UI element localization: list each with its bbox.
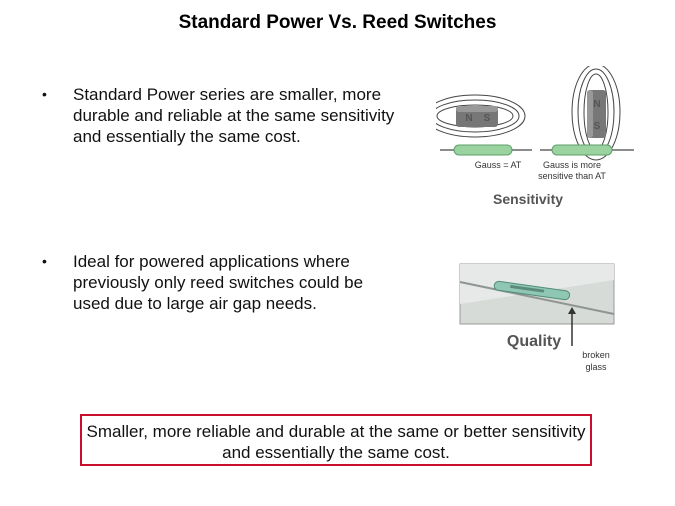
slide-title: Standard Power Vs. Reed Switches bbox=[178, 12, 497, 33]
bullet-text: Ideal for powered applications where pre… bbox=[73, 252, 364, 313]
annotation-line2: glass bbox=[585, 362, 607, 372]
sensitivity-heading: Sensitivity bbox=[493, 191, 563, 207]
summary-callout-text: Smaller, more reliable and durable at th… bbox=[86, 422, 586, 462]
annotation-line1: broken bbox=[582, 350, 610, 360]
summary-callout: Smaller, more reliable and durable at th… bbox=[80, 414, 592, 466]
pole-label: S bbox=[484, 113, 491, 124]
caption-right-line2: sensitive than AT bbox=[538, 171, 606, 181]
caption-right-line1: Gauss is more bbox=[543, 160, 601, 170]
caption-left: Gauss = AT bbox=[475, 160, 522, 170]
pole-label: N bbox=[465, 113, 472, 124]
quality-figure: Quality broken glass bbox=[459, 263, 615, 372]
pole-label: S bbox=[594, 121, 601, 132]
bullet-marker: • bbox=[42, 253, 47, 269]
pole-label: N bbox=[593, 99, 600, 110]
bullet-marker: • bbox=[42, 86, 47, 102]
reed-switch-left bbox=[453, 144, 513, 156]
reed-switch-right bbox=[551, 144, 613, 156]
reed-switch-photo bbox=[493, 280, 571, 301]
quality-heading: Quality bbox=[507, 333, 561, 350]
sensitivity-figure: N S Gauss = AT N S Gauss is more sensiti… bbox=[436, 66, 634, 207]
bullet-text: Standard Power series are smaller, more … bbox=[73, 85, 395, 146]
